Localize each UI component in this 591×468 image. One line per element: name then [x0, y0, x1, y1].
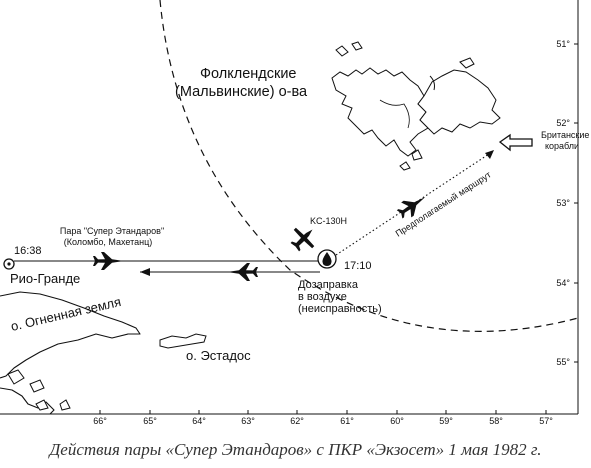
presumed-route-arrowhead	[485, 150, 494, 159]
falkland-islands	[331, 41, 501, 171]
longitude-labels: 66° 65° 64° 63° 62° 61° 60° 59° 58° 57°	[93, 416, 553, 426]
lon-label: 66°	[93, 416, 107, 426]
lon-label: 64°	[192, 416, 206, 426]
kc130-label: KC-130H	[310, 216, 347, 226]
british-ships-arrow-icon	[498, 133, 533, 152]
map-caption: Действия пары «Супер Этандаров» с ПКР «Э…	[49, 440, 542, 459]
falklands-label-1: Фолклендские	[200, 66, 297, 82]
tanker-aircraft-icon	[290, 227, 315, 252]
return-arrowhead	[140, 268, 150, 276]
lon-label: 65°	[143, 416, 157, 426]
refuel-label-2: в воздухе	[298, 291, 347, 303]
rio-grande-label: Рио-Гранде	[10, 271, 80, 286]
latitude-labels: 51° 52° 53° 54° 55°	[556, 39, 570, 367]
refuel-point-icon	[317, 249, 337, 269]
latitude-ticks	[574, 43, 578, 363]
jet-attack-icon	[396, 197, 426, 219]
tierra-del-fuego	[0, 291, 141, 415]
lat-label: 54°	[556, 278, 570, 288]
lat-label: 51°	[556, 39, 570, 49]
british-ships-label-1: Британские	[541, 130, 589, 140]
lat-label: 52°	[556, 118, 570, 128]
jet-return-icon	[227, 263, 258, 281]
lon-label: 62°	[290, 416, 304, 426]
refuel-label-1: Дозаправка	[298, 279, 359, 291]
lon-label: 58°	[489, 416, 503, 426]
refuel-time-label: 17:10	[344, 260, 372, 272]
range-arc	[159, 0, 579, 332]
british-ships-label-2: корабли	[545, 141, 579, 151]
longitude-ticks	[99, 410, 547, 414]
lon-label: 60°	[390, 416, 404, 426]
pair-label-1: Пара "Супер Этандаров"	[60, 226, 164, 236]
lat-label: 53°	[556, 198, 570, 208]
lon-label: 59°	[439, 416, 453, 426]
rio-grande-marker	[3, 258, 15, 270]
tierra-del-fuego-label: о. Огненная земля	[9, 294, 122, 334]
pair-label-2: (Коломбо, Махетанц)	[64, 237, 153, 247]
start-time-label: 16:38	[14, 245, 42, 257]
estados-island	[159, 333, 207, 349]
refuel-label-3: (неисправность)	[298, 303, 382, 315]
falklands-label-2: (Мальвинские) о-ва	[175, 84, 308, 100]
lat-label: 55°	[556, 357, 570, 367]
lon-label: 63°	[241, 416, 255, 426]
lon-label: 61°	[340, 416, 354, 426]
lon-label: 57°	[539, 416, 553, 426]
jet-outbound-icon	[93, 252, 124, 270]
estados-label: о. Эстадос	[186, 348, 251, 363]
